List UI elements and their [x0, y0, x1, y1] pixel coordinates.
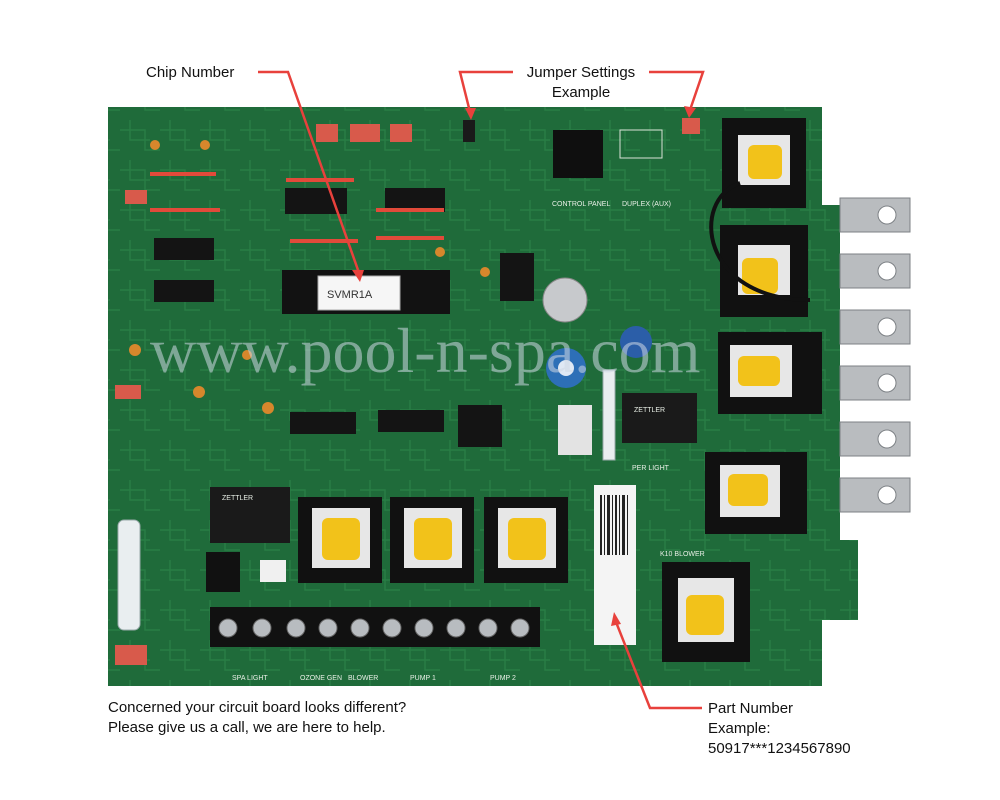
jumper-left [463, 120, 475, 142]
part-label-line3: 50917***1234567890 [708, 740, 851, 757]
silk-blower: BLOWER [348, 675, 378, 682]
capacitor-silver [542, 277, 588, 323]
caption: Concerned your circuit board looks diffe… [108, 698, 406, 738]
jumper-settings-label: Jumper Settings Example [519, 63, 643, 103]
silk-control-panel: CONTROL PANEL [552, 201, 610, 208]
annotation-arrows [258, 70, 705, 710]
right-relays [662, 118, 822, 662]
silk-pump1: PUMP 1 [410, 675, 436, 682]
silk-duplex: DUPLEX (AUX) [622, 201, 671, 208]
silk-blower-relay: K10 BLOWER [660, 551, 705, 558]
silk-pump2: PUMP 2 [490, 675, 516, 682]
chip-number-label: Chip Number [146, 64, 235, 81]
part-label-line2: Example: [708, 720, 771, 737]
part-number-label: Part Number Example: 50917***1234567890 [708, 699, 851, 759]
zettler-relay-left [210, 487, 290, 543]
part-label-line1: Part Number [708, 700, 794, 717]
silk-ozone-gen: OZONE GEN [300, 675, 342, 682]
zettler-relay-right [622, 393, 697, 443]
silk-per-light: PER LIGHT [632, 465, 670, 472]
zettler-label-left: ZETTLER [222, 495, 253, 502]
silk-spa-light: SPA LIGHT [232, 675, 268, 682]
chip-label: SVMR1A [327, 289, 373, 301]
jumper-label-line1: Jumper Settings [526, 64, 636, 81]
caption-line2: Please give us a call, we are here to he… [108, 719, 386, 736]
terminal-tabs [839, 197, 911, 513]
caption-line1: Concerned your circuit board looks diffe… [108, 699, 407, 716]
zettler-label-right: ZETTLER [634, 407, 665, 414]
watermark: www.pool-n-spa.com [150, 315, 700, 386]
bottom-relays [298, 497, 568, 583]
jumper-right [682, 118, 700, 134]
jumper-label-line2: Example [551, 84, 611, 101]
